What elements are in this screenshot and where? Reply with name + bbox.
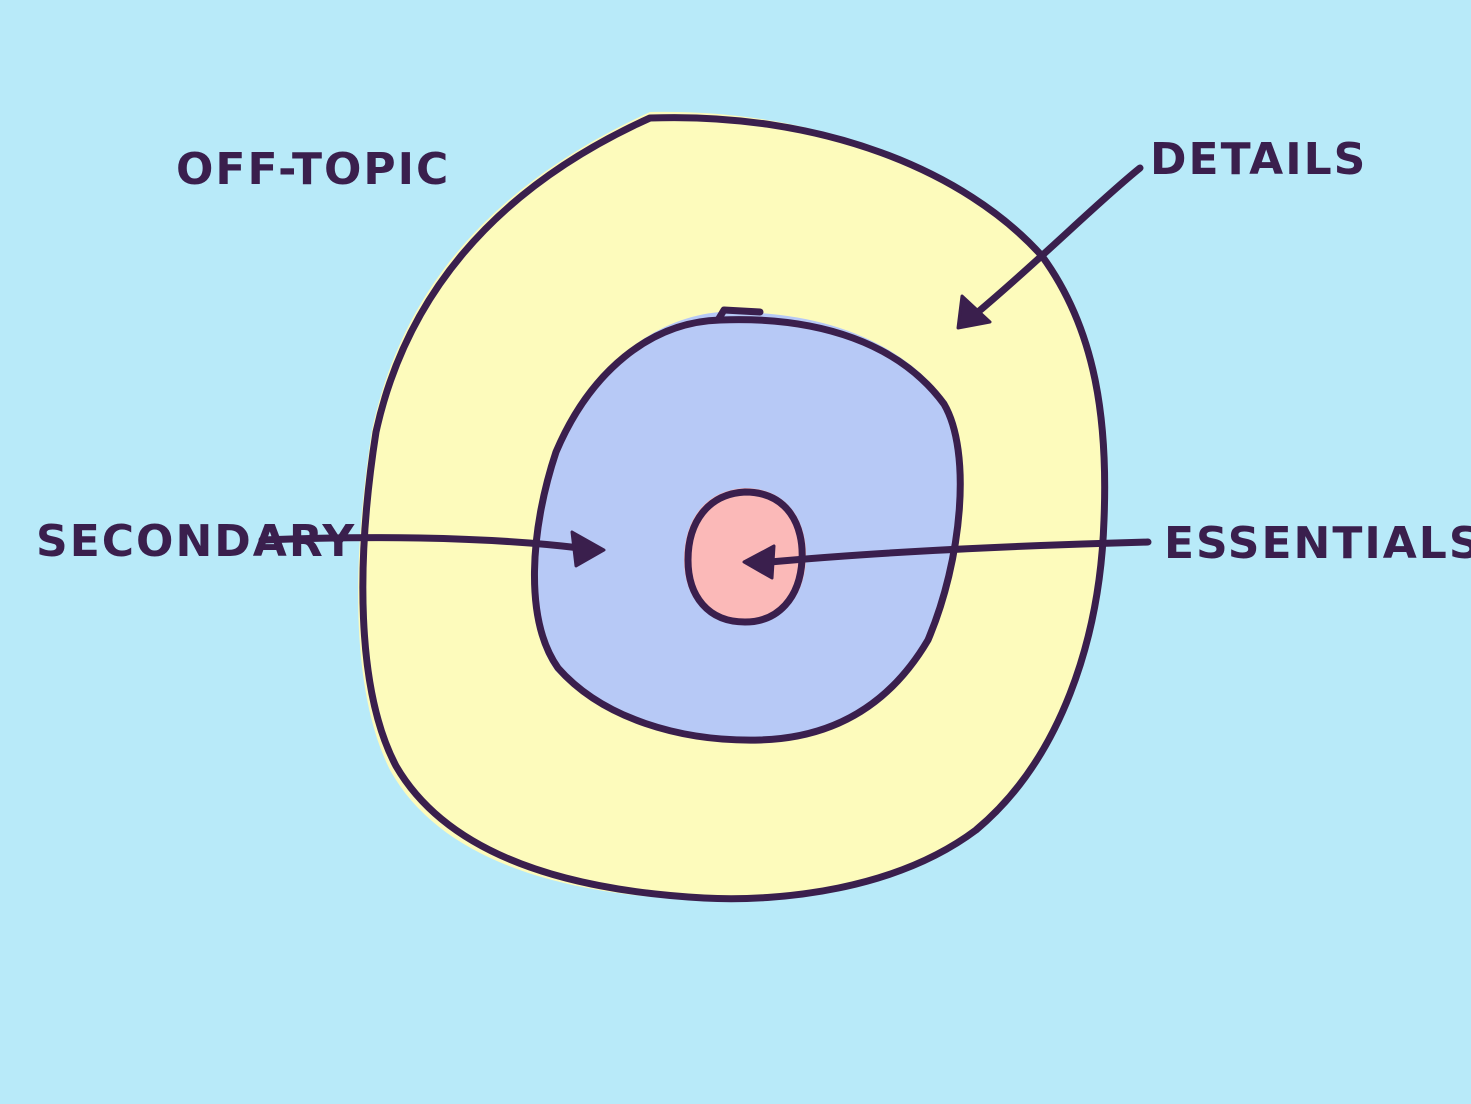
arrow-secondary xyxy=(258,530,606,568)
label-essentials: ESSENTIALS xyxy=(1164,518,1471,569)
label-off-topic: OFF-TOPIC xyxy=(176,144,450,195)
middle-ring-outline xyxy=(531,316,964,744)
arrow-essentials xyxy=(742,538,1152,580)
arrow-details xyxy=(956,164,1144,330)
label-secondary: SECONDARY xyxy=(36,516,356,567)
core-fill xyxy=(684,488,807,624)
core-outline xyxy=(684,488,806,626)
middle-ring-notch xyxy=(714,306,764,324)
label-details: DETAILS xyxy=(1150,134,1367,185)
